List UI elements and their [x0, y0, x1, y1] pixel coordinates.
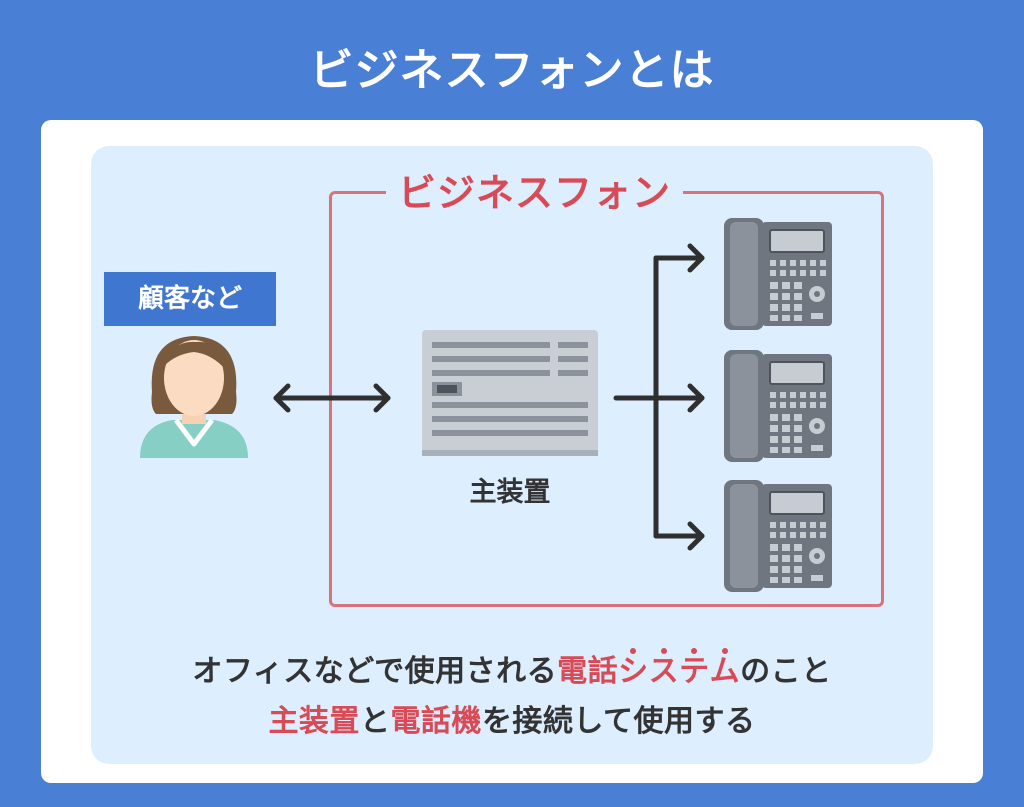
page-title: ビジネスフォンとは: [309, 45, 715, 96]
desc-highlight-system-char: テ: [679, 648, 710, 689]
desc-highlight-telephone: 電話機: [390, 704, 482, 739]
desc-highlight-system-char: ム: [710, 648, 741, 689]
desc-text: オフィスなどで使用される: [192, 654, 558, 689]
customer-badge: 顧客など: [104, 272, 276, 326]
description-line-1: オフィスなどで使用される電話システムのこと: [91, 646, 933, 690]
person-icon: [140, 336, 248, 458]
desk-phone-icon: [723, 479, 833, 593]
pbx-unit-icon: [422, 330, 598, 456]
desc-text: を接続して使用する: [481, 704, 756, 739]
desc-highlight-pbx: 主装置: [268, 704, 360, 739]
desc-text: と: [359, 704, 391, 739]
connection-arrow: [273, 383, 391, 413]
desc-highlight-phone: 電話: [557, 654, 619, 689]
desk-phone-icon: [723, 349, 833, 463]
pbx-label: 主装置: [469, 477, 551, 508]
description-line-2: 主装置と電話機を接続して使用する: [91, 696, 933, 740]
desc-highlight-system-char: ス: [649, 648, 680, 689]
desc-highlight-system-char: シ: [618, 648, 649, 689]
desc-text: のこと: [740, 654, 832, 689]
branch-connector: [613, 243, 705, 551]
desk-phone-icon: [723, 217, 833, 331]
business-phone-label: ビジネスフォン: [386, 168, 684, 218]
